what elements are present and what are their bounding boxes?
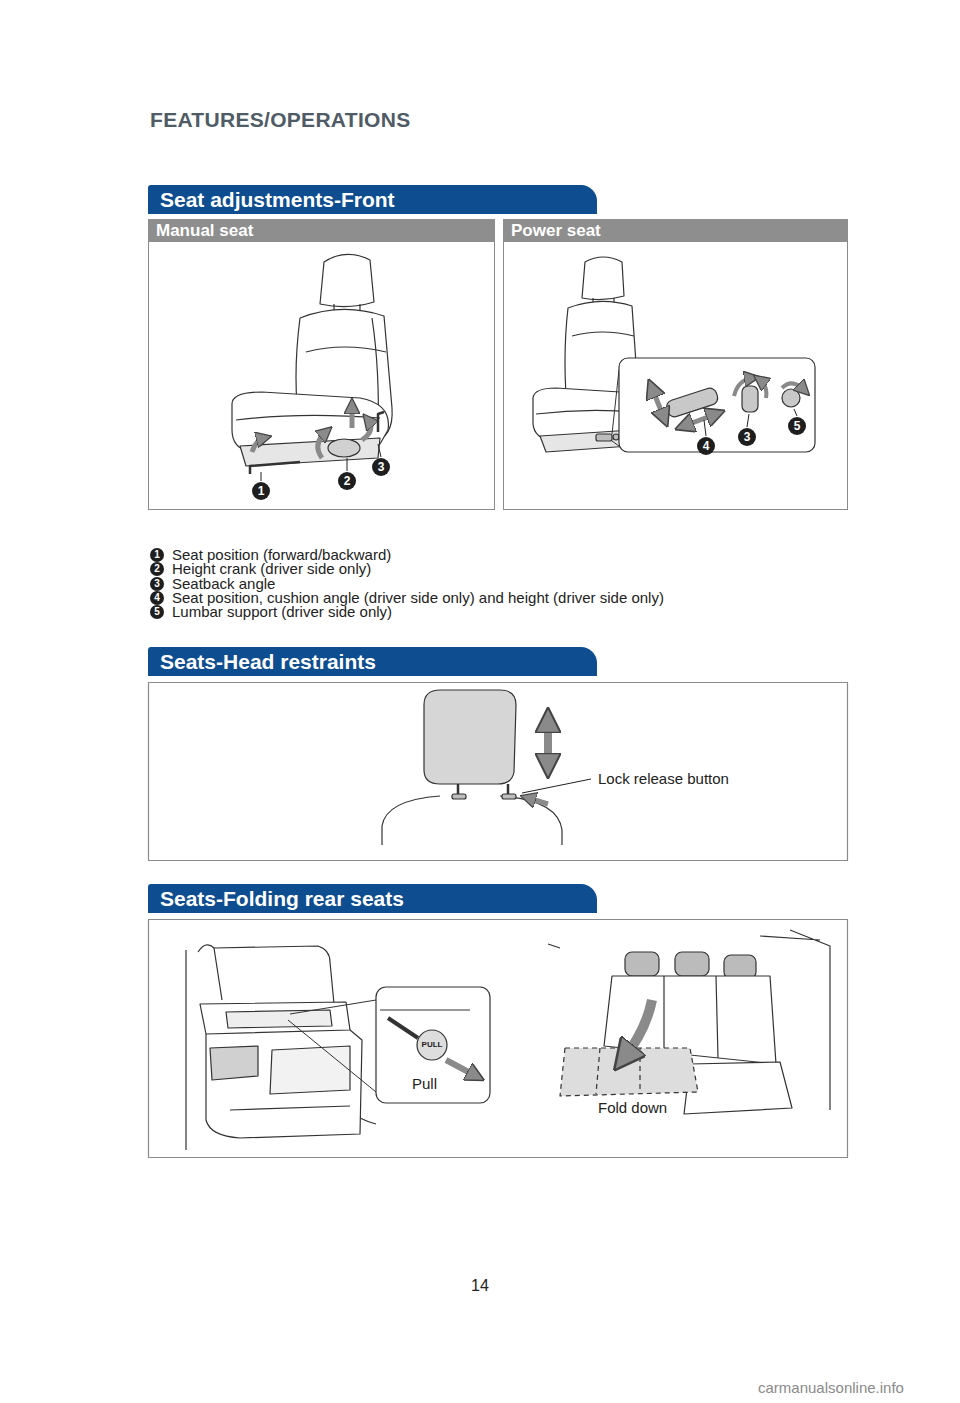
callout-number: 4 bbox=[697, 437, 715, 455]
figure-part bbox=[270, 1046, 350, 1094]
figure-part bbox=[320, 254, 374, 306]
panel-heading: Manual seat bbox=[148, 219, 495, 242]
figure-part bbox=[236, 415, 380, 420]
figure-part bbox=[388, 1018, 418, 1038]
list-item: Lumbar support (driver side only) bbox=[172, 604, 392, 619]
figure-part bbox=[624, 1000, 652, 1058]
figure-part bbox=[540, 430, 632, 452]
figure-part bbox=[206, 1030, 362, 1138]
figure-part bbox=[675, 952, 709, 976]
figure-part bbox=[350, 406, 355, 428]
knob-text: PULL bbox=[422, 1040, 443, 1050]
figure-panel: Manual seat bbox=[148, 219, 495, 510]
figure-part bbox=[261, 444, 381, 481]
figure-part bbox=[596, 434, 612, 441]
list-item: Seatback angle bbox=[172, 576, 275, 591]
list-item: Seat position (forward/backward) bbox=[172, 547, 391, 562]
figure-part bbox=[582, 257, 624, 300]
figure-part bbox=[149, 920, 848, 1158]
page-number: 14 bbox=[471, 1277, 489, 1295]
section-band: Seat adjustments-Front bbox=[148, 185, 597, 214]
figure-part bbox=[378, 412, 384, 432]
figure-part bbox=[382, 796, 562, 845]
figure-panel: Power seat bbox=[503, 219, 848, 510]
list-bullet: 2 bbox=[150, 562, 164, 576]
figure-part bbox=[619, 358, 815, 452]
list-item: Seat position, cushion angle (driver sid… bbox=[172, 590, 664, 605]
section-title: Seats-Folding rear seats bbox=[148, 884, 404, 913]
figure-part bbox=[328, 439, 360, 457]
section-band: Seats-Head restraints bbox=[148, 647, 597, 676]
figure-part bbox=[210, 1046, 258, 1080]
figure-part bbox=[572, 332, 634, 336]
figure-part bbox=[613, 434, 619, 440]
panel-heading: Power seat bbox=[503, 219, 848, 242]
section-title: Seat adjustments-Front bbox=[148, 185, 395, 214]
section-title: Seats-Head restraints bbox=[148, 647, 376, 676]
figure-part bbox=[782, 389, 800, 407]
head-restraint-figure bbox=[149, 683, 848, 861]
figure-part bbox=[664, 976, 718, 1058]
figure-part bbox=[544, 720, 552, 766]
figure-part bbox=[742, 386, 758, 412]
figure-part bbox=[625, 952, 659, 976]
figure-part bbox=[200, 1002, 350, 1034]
figure-part bbox=[380, 1009, 470, 1010]
figure-part bbox=[362, 420, 371, 440]
figure-part bbox=[548, 930, 830, 1110]
callout-number: 2 bbox=[338, 472, 356, 490]
power-seat-figure bbox=[533, 257, 815, 452]
watermark: carmanualsonline.info bbox=[758, 1379, 904, 1396]
callout-label: Pull bbox=[410, 1075, 439, 1092]
list-bullet: 4 bbox=[150, 591, 164, 605]
figure-part bbox=[226, 1010, 332, 1028]
figure-part bbox=[214, 946, 334, 1004]
figure-part bbox=[376, 987, 490, 1103]
figure-part bbox=[522, 779, 591, 793]
figure-part bbox=[424, 690, 516, 784]
figure-part bbox=[446, 1060, 476, 1076]
callout-number: 3 bbox=[372, 458, 390, 476]
figure-part bbox=[417, 1030, 447, 1060]
figure-part bbox=[288, 1000, 376, 1092]
callout-number: 1 bbox=[252, 482, 270, 500]
figure-part bbox=[684, 414, 716, 426]
folding-seat-figure bbox=[149, 920, 848, 1158]
figure-part bbox=[252, 438, 264, 452]
figure-part bbox=[760, 380, 766, 398]
figure-part bbox=[250, 462, 300, 474]
figure-part bbox=[149, 683, 848, 861]
manual-seat-figure bbox=[232, 254, 392, 481]
figure-part bbox=[306, 347, 386, 352]
callout-number: 3 bbox=[738, 428, 756, 446]
list-bullet: 5 bbox=[150, 605, 164, 619]
figure-part bbox=[360, 1118, 376, 1124]
figure-part bbox=[528, 798, 548, 804]
figure-part bbox=[684, 1062, 792, 1114]
callout-number: 5 bbox=[788, 417, 806, 435]
figure-part bbox=[452, 794, 466, 799]
figure-part bbox=[596, 1048, 640, 1094]
figure-part bbox=[318, 432, 326, 458]
figure-part bbox=[240, 438, 380, 466]
list-bullet: 3 bbox=[150, 577, 164, 591]
section-band: Seats-Folding rear seats bbox=[148, 884, 597, 913]
page-heading: FEATURES/OPERATIONS bbox=[150, 108, 410, 132]
list-bullet: 1 bbox=[150, 548, 164, 562]
figure-part bbox=[782, 383, 804, 390]
figure-part bbox=[652, 388, 664, 418]
figure-part bbox=[734, 378, 752, 396]
list-item: Height crank (driver side only) bbox=[172, 561, 371, 576]
figure-part bbox=[502, 794, 516, 799]
callout-label: Fold down bbox=[596, 1099, 669, 1116]
callout-label: Lock release button bbox=[596, 770, 731, 787]
figure-part bbox=[612, 370, 619, 446]
figure-part bbox=[230, 1106, 350, 1110]
